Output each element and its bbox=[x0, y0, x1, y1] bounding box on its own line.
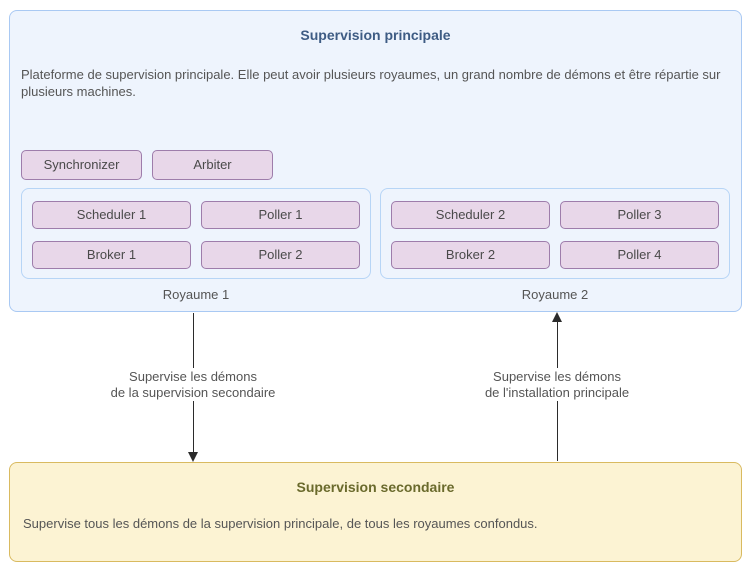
supervision-principale-panel: Supervision principale Plateforme de sup… bbox=[9, 10, 742, 312]
royaume-1-group: Scheduler 1 Poller 1 Broker 1 Poller 2 R… bbox=[21, 188, 371, 302]
arrow-down-head-icon bbox=[188, 452, 198, 462]
scheduler-2-node: Scheduler 2 bbox=[391, 201, 550, 229]
arrow-up-label: Supervise les démons de l'installation p… bbox=[466, 368, 648, 401]
realms-row: Scheduler 1 Poller 1 Broker 1 Poller 2 R… bbox=[21, 188, 730, 302]
supervision-principale-description: Plateforme de supervision principale. El… bbox=[21, 67, 721, 99]
supervision-principale-title: Supervision principale bbox=[300, 27, 451, 43]
broker-2-node: Broker 2 bbox=[391, 241, 550, 269]
synchronizer-node: Synchronizer bbox=[21, 150, 142, 180]
supervision-secondaire-panel: Supervision secondaire Supervise tous le… bbox=[9, 462, 742, 562]
royaume-2-group: Scheduler 2 Poller 3 Broker 2 Poller 4 R… bbox=[380, 188, 730, 302]
scheduler-1-node: Scheduler 1 bbox=[32, 201, 191, 229]
supervision-secondaire-description: Supervise tous les démons de la supervis… bbox=[23, 516, 538, 531]
supervision-secondaire-title: Supervision secondaire bbox=[296, 479, 455, 495]
arrow-down-label: Supervise les démons de la supervision s… bbox=[102, 368, 284, 401]
poller-3-node: Poller 3 bbox=[560, 201, 719, 229]
royaume-1-label: Royaume 1 bbox=[162, 287, 230, 302]
broker-1-node: Broker 1 bbox=[32, 241, 191, 269]
arrow-down-label-line2: de la supervision secondaire bbox=[110, 384, 276, 400]
arbiter-node: Arbiter bbox=[152, 150, 273, 180]
royaume-1-box: Scheduler 1 Poller 1 Broker 1 Poller 2 bbox=[21, 188, 371, 279]
arrow-up-head-icon bbox=[552, 312, 562, 322]
poller-4-node: Poller 4 bbox=[560, 241, 719, 269]
arrow-up-label-line1: Supervise les démons bbox=[493, 369, 621, 384]
royaume-2-box: Scheduler 2 Poller 3 Broker 2 Poller 4 bbox=[380, 188, 730, 279]
poller-1-node: Poller 1 bbox=[201, 201, 360, 229]
arrow-up-label-line2: de l'installation principale bbox=[484, 384, 630, 400]
poller-2-node: Poller 2 bbox=[201, 241, 360, 269]
top-daemons-row: Synchronizer Arbiter bbox=[21, 150, 273, 180]
royaume-2-label: Royaume 2 bbox=[521, 287, 589, 302]
arrow-down-label-line1: Supervise les démons bbox=[129, 369, 257, 384]
